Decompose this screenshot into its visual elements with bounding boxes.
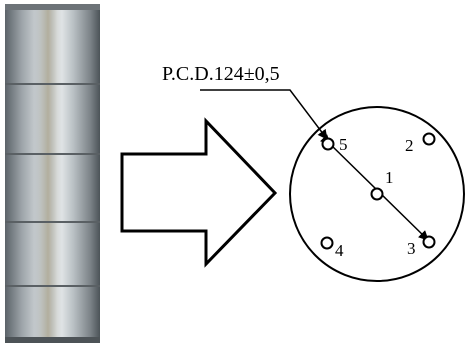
cylinder-photo — [5, 4, 100, 343]
hole-1 — [370, 187, 384, 201]
cylinder-bottom — [5, 337, 100, 343]
hole-label-2: 2 — [405, 136, 414, 155]
hole-label-1: 1 — [385, 168, 394, 187]
hole-4 — [320, 236, 334, 250]
hole-5 — [321, 137, 335, 151]
hole-label-3: 3 — [407, 239, 416, 258]
leader-line — [200, 89, 328, 140]
weld-seam — [34, 4, 62, 343]
hole-label-5: 5 — [339, 135, 348, 154]
right-arrow-icon — [120, 117, 278, 268]
pcd-dimension-label: P.C.D.124±0,5 — [162, 63, 280, 85]
hole-label-4: 4 — [335, 241, 344, 260]
hole-2 — [422, 132, 436, 146]
cylinder-top — [5, 4, 100, 10]
hole-3 — [422, 235, 436, 249]
